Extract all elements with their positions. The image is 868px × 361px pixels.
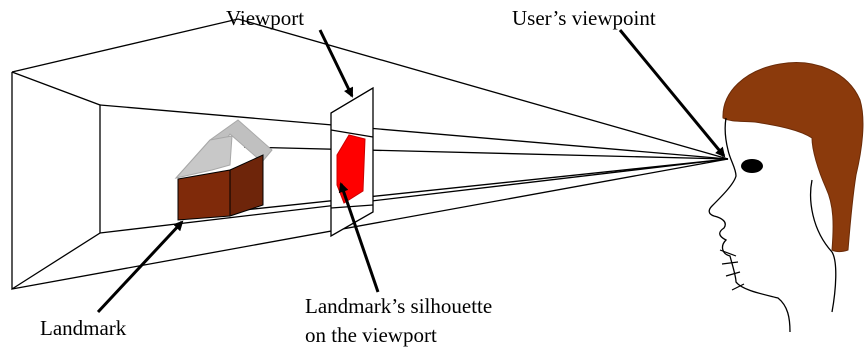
silhouette-arrow — [338, 182, 380, 293]
viewport-top-edge — [330, 87, 374, 114]
nose-lines — [719, 249, 745, 291]
house-roof-front — [174, 135, 233, 179]
landmark-arrow — [96, 220, 184, 314]
sight-ray-upper — [243, 146, 729, 160]
viewport-label: Viewport — [226, 6, 305, 30]
ray-through-viewport-bottom — [330, 204, 374, 209]
user-head — [708, 62, 864, 333]
viewpoint-arrow — [618, 29, 726, 158]
users-viewpoint-label: User’s viewpoint — [512, 6, 656, 30]
house-side-wall — [229, 154, 264, 217]
hair — [722, 62, 864, 252]
house-front-wall — [177, 169, 231, 221]
silhouette-label-line1: Landmark’s silhouette — [305, 294, 493, 318]
frustum-top-edge — [11, 18, 729, 160]
frustum-bottom-edge — [11, 158, 729, 290]
landmark-label: Landmark — [40, 316, 127, 340]
face-outline — [708, 117, 791, 333]
silhouette-label-line2: on the viewport — [305, 323, 437, 347]
frustum-inner-top-edge — [99, 104, 729, 160]
landmark-house — [174, 119, 273, 221]
ray-through-viewport-top — [330, 129, 374, 138]
ear — [809, 179, 837, 313]
frustum-inner-bottom-edge — [99, 158, 729, 234]
frustum-far-plane — [11, 71, 101, 291]
silhouette-label: Landmark’s silhouette on the viewport — [305, 292, 492, 350]
viewport-arrow — [318, 29, 354, 98]
sight-ray-lower — [243, 158, 729, 211]
eye — [741, 159, 763, 173]
